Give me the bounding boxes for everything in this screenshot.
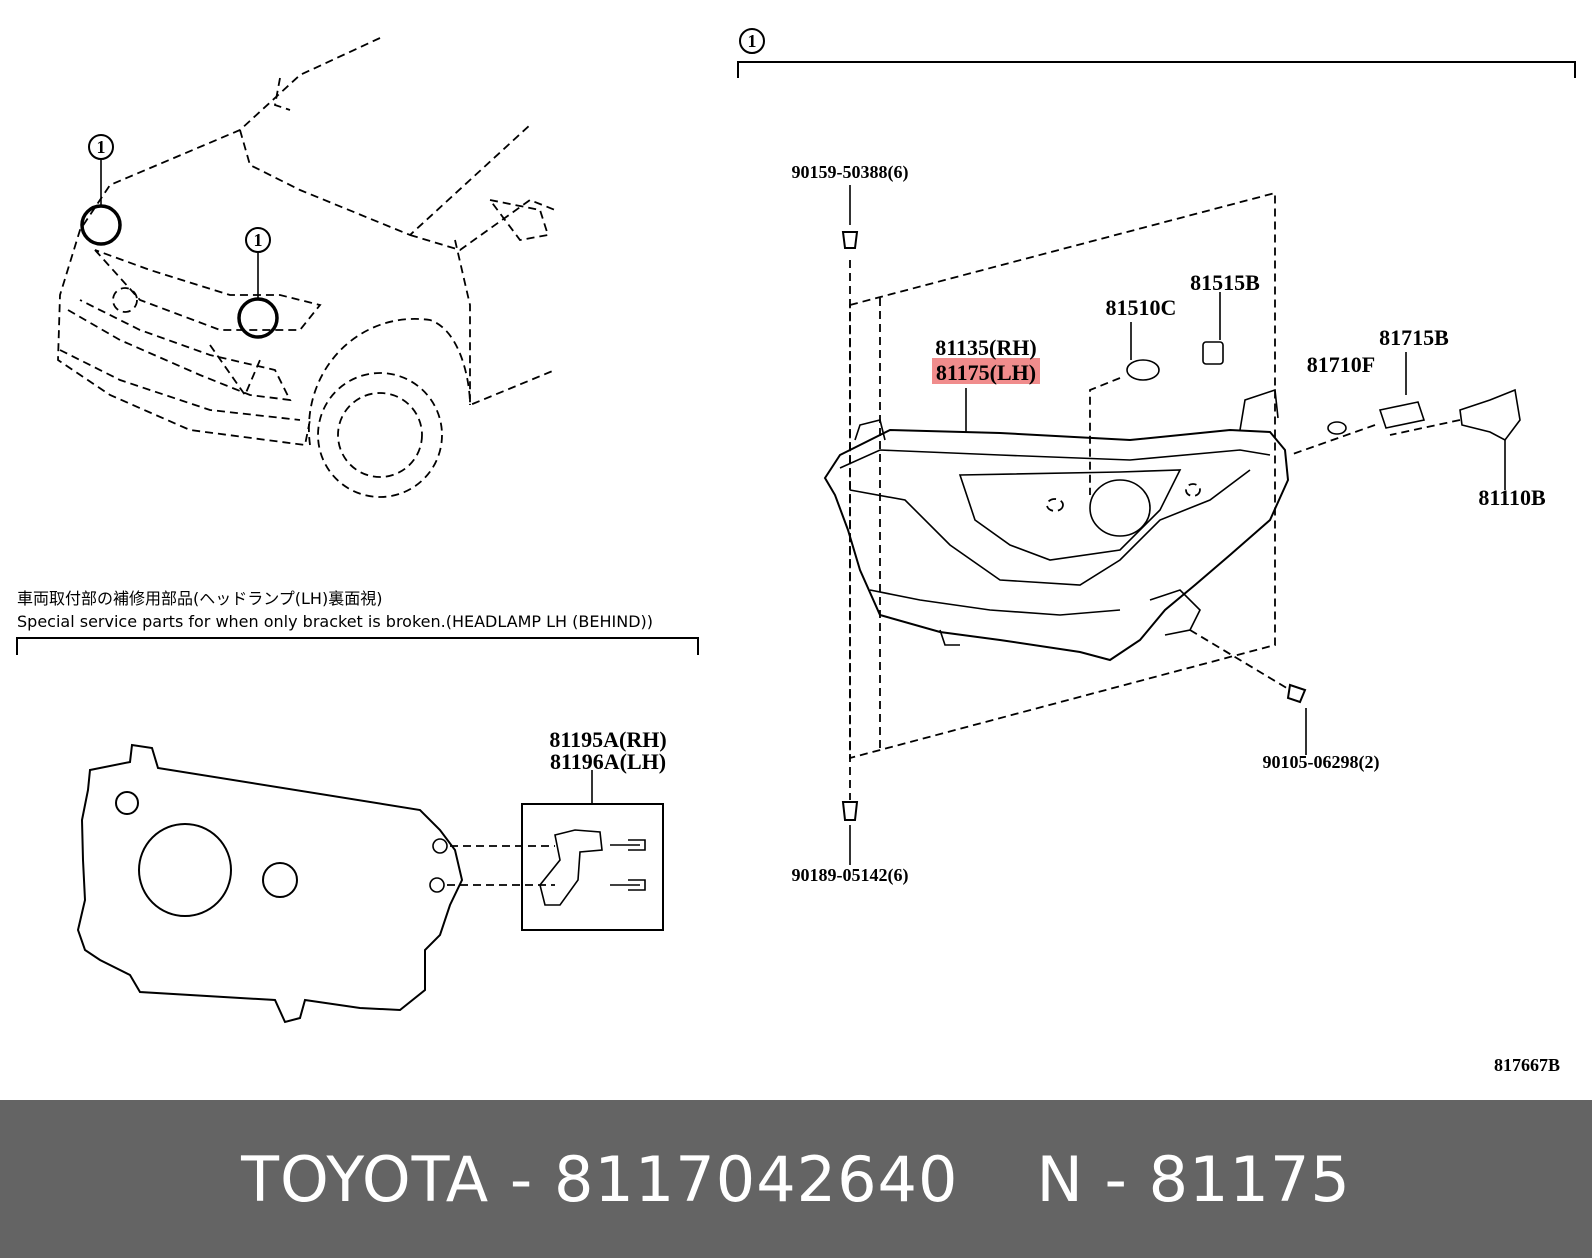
part-label-bulb-main[interactable]: 81110B [1478, 485, 1546, 510]
car-front-illustration [57, 37, 556, 498]
part-label-socket-b[interactable]: 81515B [1190, 270, 1260, 295]
n-separator: - [1104, 1142, 1128, 1216]
part-label-screw-top[interactable]: 90159-50388(6) [792, 162, 909, 183]
headlamp-assembly-illustration [823, 185, 1521, 865]
svg-text:1: 1 [97, 137, 106, 157]
assembly-group-marker: 1 [739, 28, 765, 54]
part-number: 8117042640 [553, 1142, 959, 1216]
callout-marker-left-1: 1 [88, 134, 114, 160]
svg-text:1: 1 [254, 230, 263, 250]
svg-text:1: 1 [748, 31, 757, 51]
illustration-code: 817667B [1494, 1055, 1560, 1075]
part-label-lamp-rh[interactable]: 81135(RH) [935, 335, 1036, 360]
english-note: Special service parts for when only brac… [17, 612, 653, 631]
callout-marker-left-2: 1 [245, 227, 271, 253]
part-label-bulb-f[interactable]: 81710F [1307, 352, 1375, 377]
n-value: 81175 [1148, 1142, 1351, 1216]
note-bracket-line [16, 637, 699, 655]
n-label: N [1036, 1142, 1084, 1216]
headlamp-rear-illustration [76, 743, 664, 1024]
highlight-box [932, 358, 1040, 384]
part-label-screw-right[interactable]: 90105-06298(2) [1263, 752, 1380, 773]
part-number-footer: TOYOTA - 8117042640 N - 81175 [0, 1100, 1592, 1258]
part-label-lamp-lh[interactable]: 81175(LH) [936, 360, 1036, 385]
japanese-note: 車両取付部の補修用部品(ヘッドランプ(LH)裏面視) [17, 589, 382, 608]
part-label-socket-a[interactable]: 81510C [1106, 295, 1177, 320]
part-label-bulb-b[interactable]: 81715B [1379, 325, 1449, 350]
parts-diagram: 1 1 1 [16, 28, 1576, 1075]
part-label-bracket-rh[interactable]: 81195A(RH) [549, 727, 666, 752]
assembly-bracket-line [737, 61, 1576, 78]
part-label-bracket-lh[interactable]: 81196A(LH) [550, 749, 666, 774]
part-label-screw-bottom[interactable]: 90189-05142(6) [792, 865, 909, 886]
brand-name: TOYOTA [241, 1142, 490, 1216]
brand-separator: - [509, 1142, 534, 1216]
